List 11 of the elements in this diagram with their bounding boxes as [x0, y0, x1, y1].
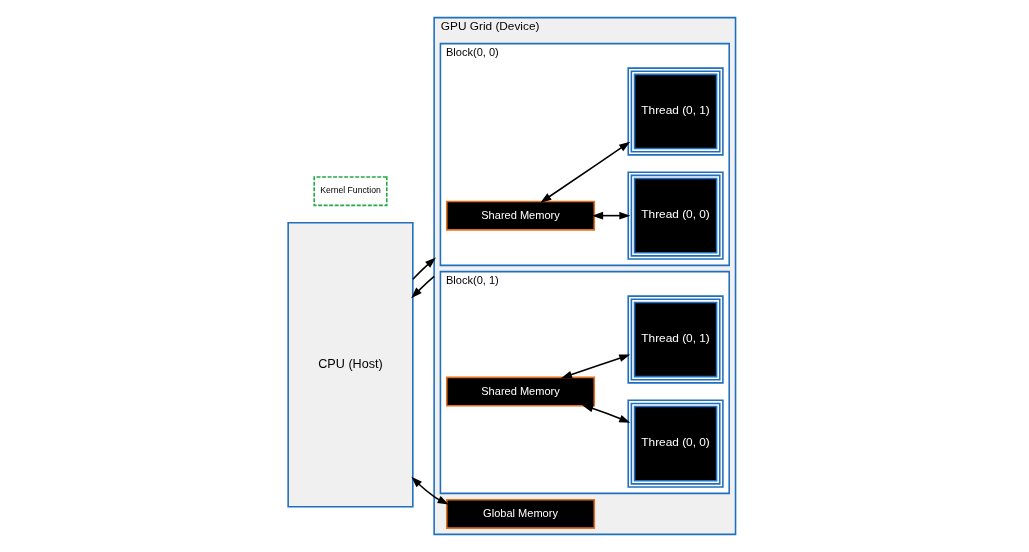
node-box: Shared Memory	[445, 200, 595, 231]
arrow	[410, 275, 435, 299]
node-box: CPU (Host)	[286, 221, 414, 508]
arrow	[410, 476, 449, 505]
node-box: Global Memory	[445, 498, 595, 529]
node-box: Kernel Function	[312, 176, 388, 207]
node-box: Shared Memory	[445, 376, 595, 407]
arrow	[560, 354, 630, 379]
arrow	[411, 257, 436, 280]
arrow	[581, 404, 630, 423]
arrow	[539, 141, 630, 203]
